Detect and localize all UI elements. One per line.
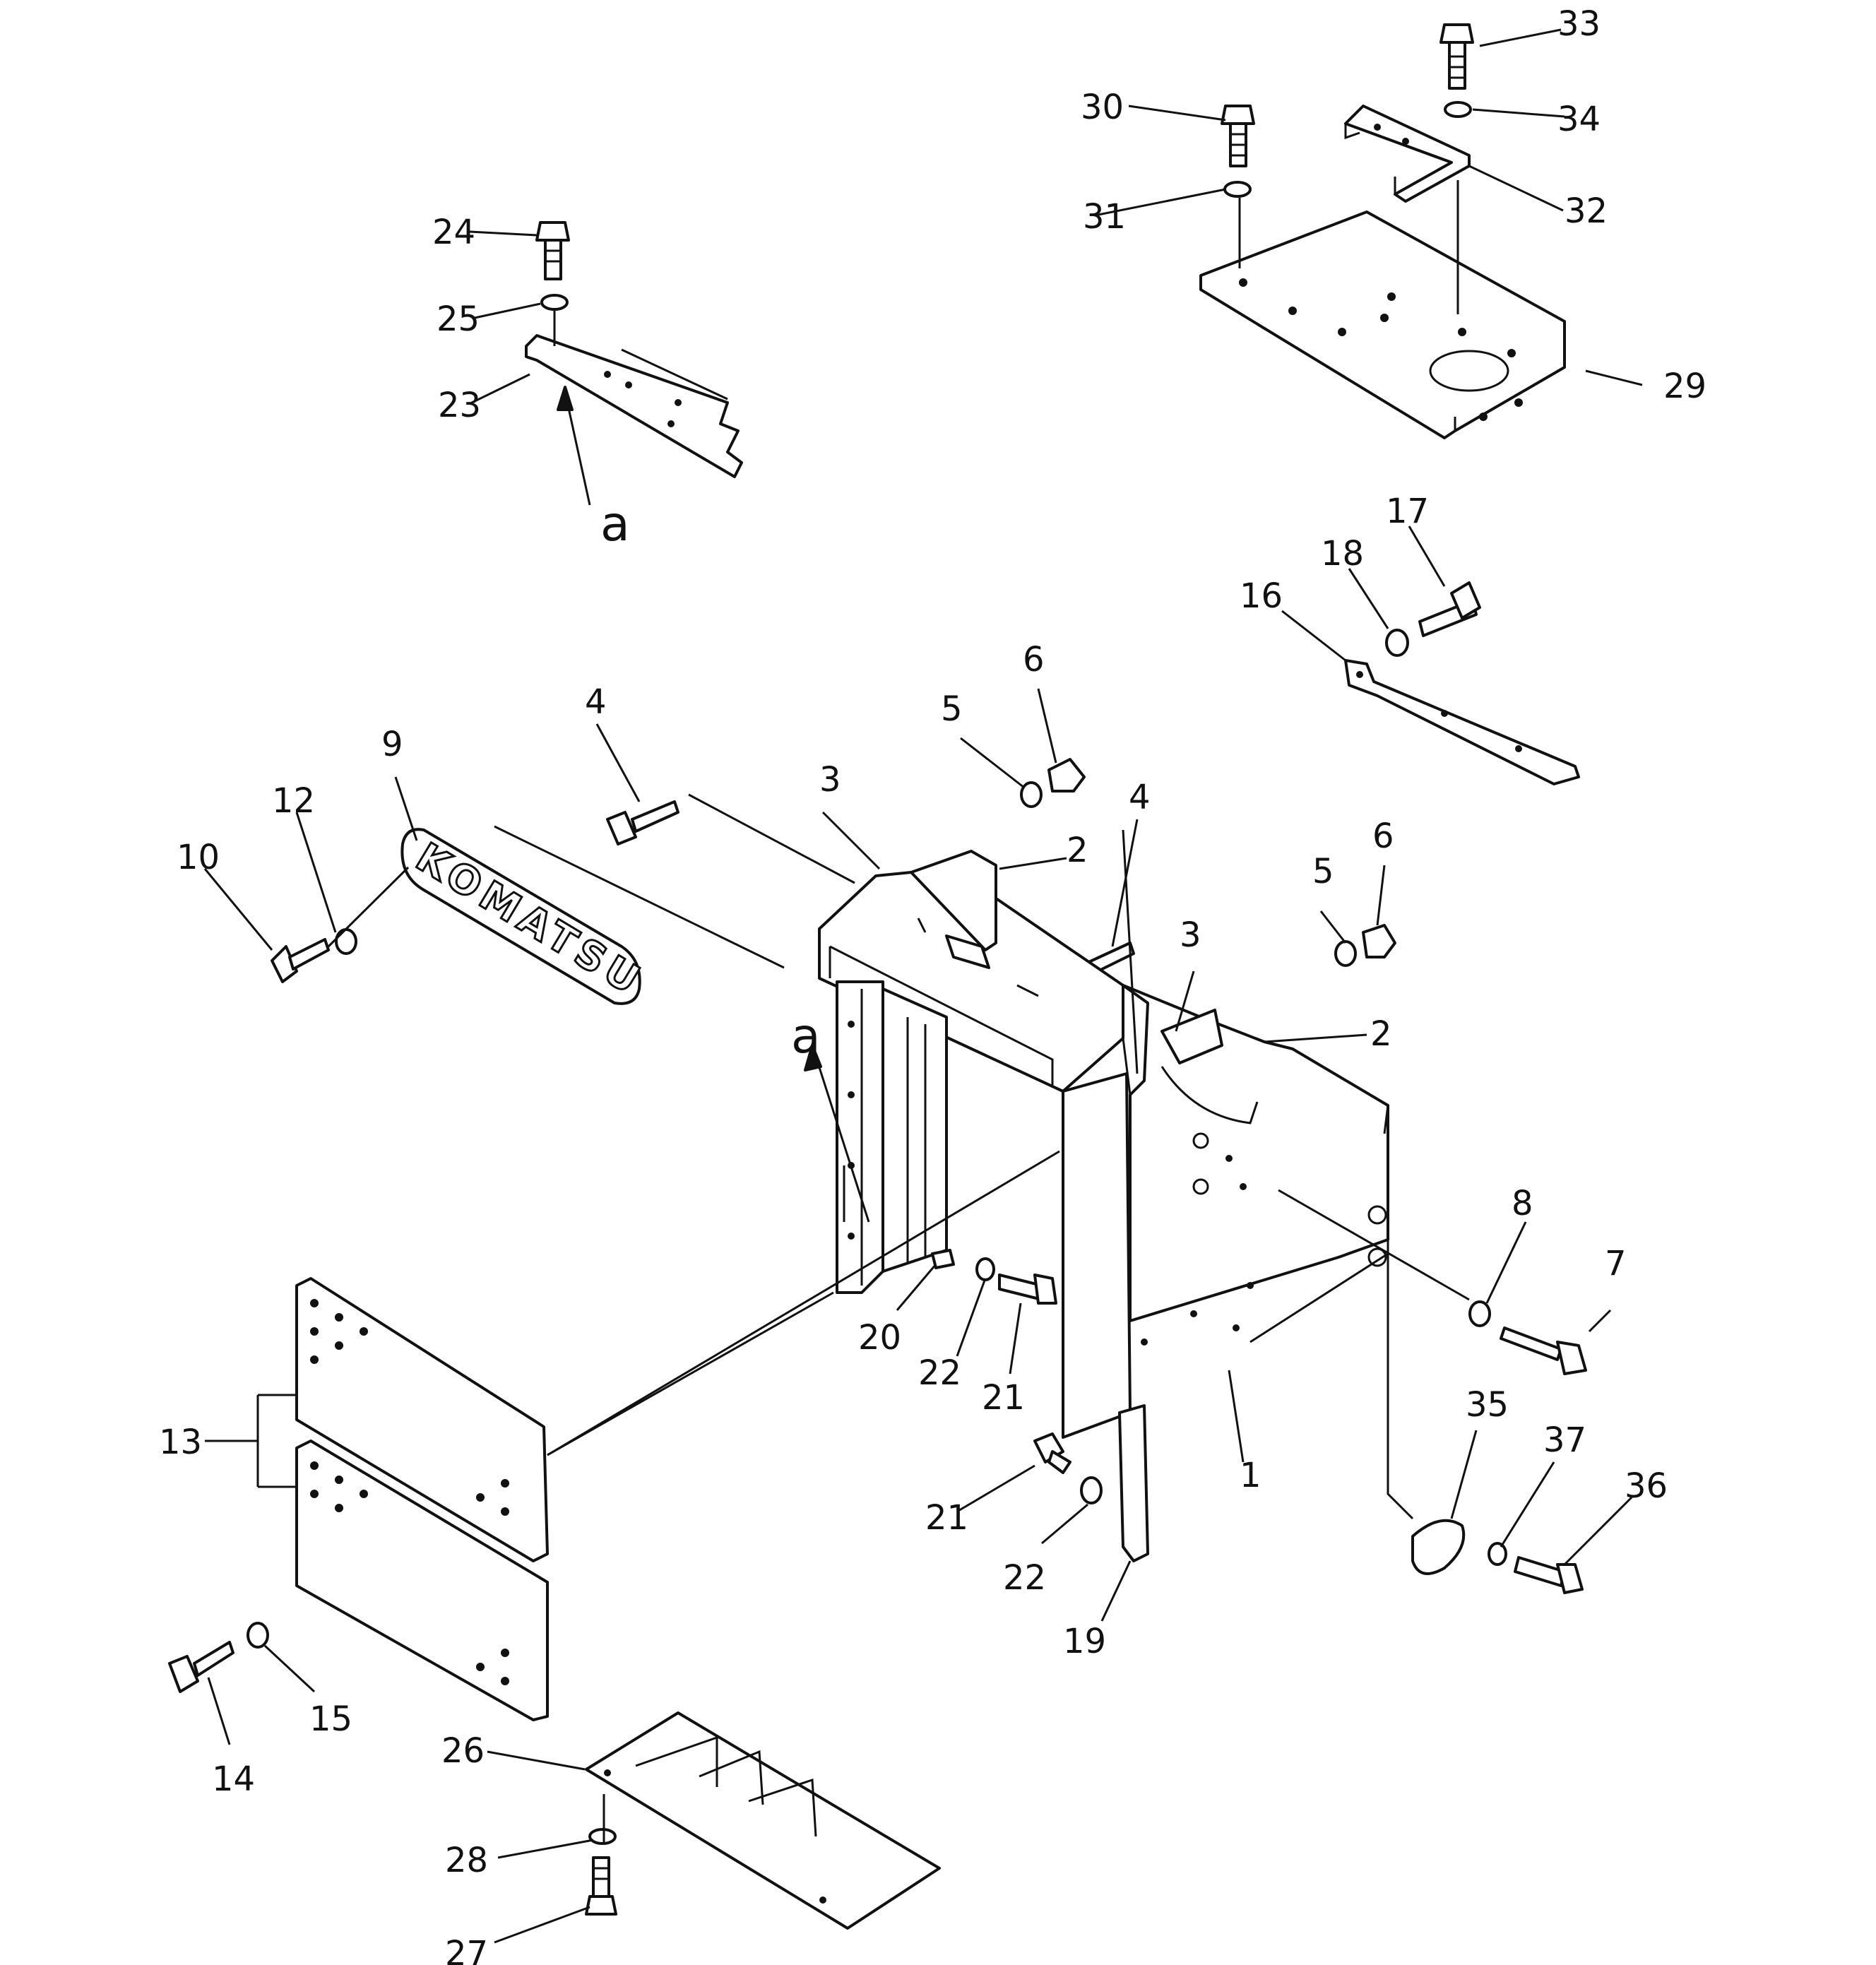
part-13-screen-upper [295,1277,549,1562]
callout-32: 32 [1565,191,1608,231]
callout-12: 12 [272,781,315,821]
washer-34 [1444,101,1472,118]
callout-27: 27 [445,1934,488,1965]
bolt-4-upper [606,800,679,845]
callout-20: 20 [858,1318,901,1358]
callout-34: 34 [1557,100,1601,139]
callout-15: 15 [309,1699,352,1739]
washer-22-upper [975,1257,995,1281]
callout-35: 35 [1466,1385,1509,1425]
part-32-bracket [1344,105,1471,203]
part-16-bracket [1344,659,1580,785]
bolt-14 [168,1641,234,1693]
bolt-7 [1500,1326,1587,1375]
callout-5-upper: 5 [941,689,963,729]
part-35-cover [1411,1519,1466,1575]
washer-31 [1223,181,1252,198]
callout-18: 18 [1321,534,1364,574]
callout-28: 28 [445,1841,488,1880]
callout-25: 25 [437,299,480,339]
washer-37 [1488,1542,1507,1566]
bolt-36 [1514,1556,1584,1594]
callout-16: 16 [1240,576,1283,616]
callout-19: 19 [1063,1622,1106,1661]
leader-lines [203,28,1643,1944]
callout-3-upper: 3 [819,760,841,800]
callout-2-upper: 2 [1067,831,1088,870]
bolt-17 [1418,581,1481,637]
callout-4-lower: 4 [1129,778,1151,817]
washer-5-lower [1334,940,1357,967]
callout-17: 17 [1386,492,1429,531]
callout-3-lower: 3 [1180,915,1201,955]
part-29-top-cover [1199,210,1566,439]
part-20-strip [931,1249,955,1269]
callout-14: 14 [212,1759,255,1799]
nut-6-upper [1047,758,1086,792]
callout-21-lower: 21 [925,1498,968,1538]
bolt-21-upper [998,1274,1057,1305]
emblem-logo-text: KOMATSU [408,834,652,1006]
callout-31: 31 [1083,197,1126,237]
washer-18 [1385,629,1409,657]
bolt-33 [1439,23,1474,90]
callout-1: 1 [1240,1456,1261,1495]
view-marker-a-top: a [600,497,630,552]
washer-25 [540,294,569,311]
washer-12 [335,928,357,955]
view-arrow-mid [804,1044,822,1071]
callout-4-upper: 4 [585,682,607,722]
view-marker-a-mid: a [791,1009,821,1064]
callout-6-lower: 6 [1372,817,1394,856]
callout-9: 9 [381,725,403,764]
washer-28 [588,1828,617,1845]
callout-26: 26 [441,1731,485,1771]
callout-23: 23 [438,386,481,425]
washer-22-lower [1080,1476,1103,1504]
part-frame-left-post [836,980,948,1294]
callout-5-lower: 5 [1312,852,1334,891]
callout-22-upper: 22 [918,1353,961,1393]
callout-37: 37 [1543,1420,1586,1460]
callout-33: 33 [1557,4,1601,44]
washer-15 [247,1622,269,1649]
callout-13: 13 [159,1423,202,1462]
part-23-plate [525,334,743,478]
nut-6-lower [1362,924,1396,958]
washer-8 [1468,1300,1491,1327]
callout-22-lower: 22 [1003,1558,1046,1598]
view-arrow-top [557,386,574,411]
callout-6-upper: 6 [1023,640,1045,679]
washer-5-upper [1020,781,1043,808]
bolt-24 [535,221,570,280]
bolt-27 [585,1856,617,1916]
part-2-upper [910,850,997,951]
bolt-30 [1221,105,1255,167]
part-26-bottom-cover [585,1711,941,1930]
part-1-main-frame [1062,984,1389,1439]
part-9-emblem: KOMATSU [400,828,653,1007]
callout-2-lower: 2 [1370,1014,1392,1054]
callout-24: 24 [432,213,475,252]
callout-21-upper: 21 [982,1378,1025,1418]
callout-10: 10 [177,838,220,877]
bolt-10 [271,938,330,983]
callout-7: 7 [1605,1244,1627,1283]
callout-30: 30 [1081,88,1124,127]
callout-8: 8 [1512,1184,1533,1223]
part-19-strip [1118,1404,1149,1562]
callout-29: 29 [1663,367,1706,406]
part-13-screen-lower [295,1439,549,1721]
callout-36: 36 [1625,1466,1668,1506]
bolt-21-lower [1033,1432,1071,1474]
